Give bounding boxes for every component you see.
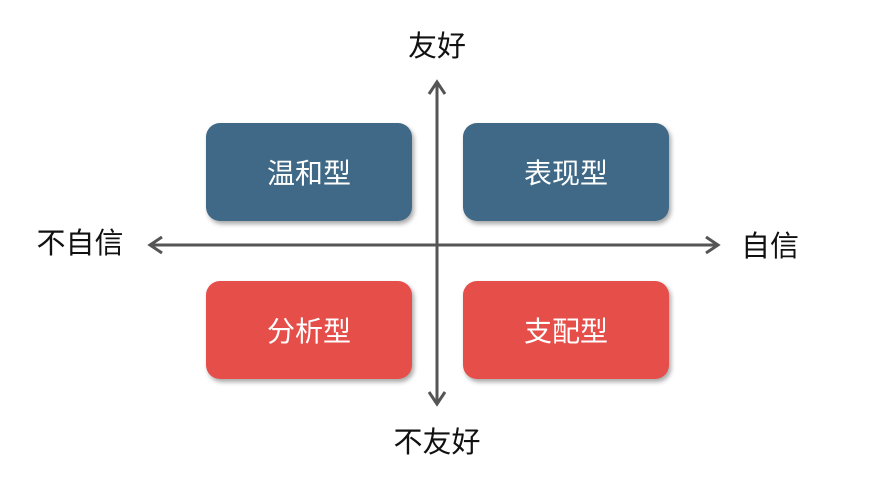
right-arrowhead [705,235,721,255]
axis-label-friendly: 友好 [407,29,466,63]
up-arrowhead [427,79,447,95]
quadrant-expressive: 表现型 [463,123,669,221]
axis-label-unfriendly: 不友好 [393,425,481,459]
axis-label-confident: 自信 [740,229,799,263]
axis-label-unconfident: 不自信 [36,226,124,260]
quadrant-amiable: 温和型 [206,123,412,221]
quadrant-analytical: 分析型 [206,281,412,379]
left-arrowhead [147,235,163,255]
quadrant-driver: 支配型 [463,281,669,379]
down-arrowhead [427,391,447,407]
